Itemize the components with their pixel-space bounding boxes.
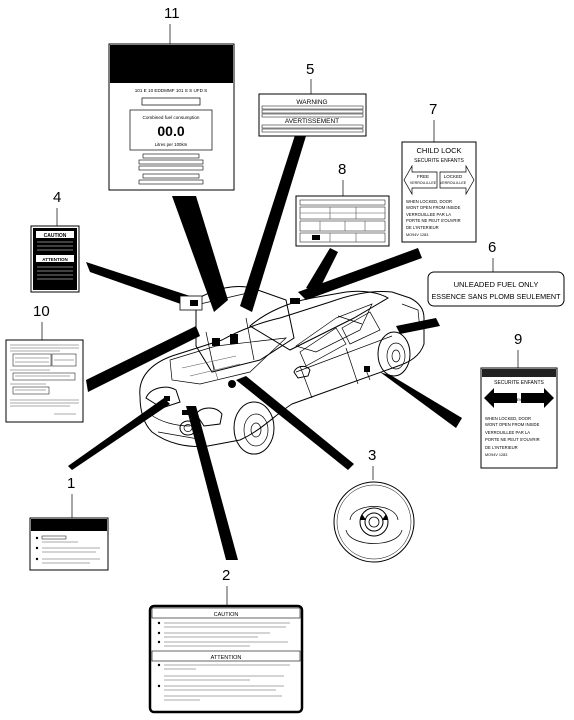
label9-line-6: MO94V 1283	[485, 453, 507, 457]
label9-left: VERROU-ILLEE	[493, 398, 520, 402]
label1-caution: CAUTION	[64, 523, 96, 530]
callout-9: 9	[514, 331, 522, 348]
callout-3: 3	[368, 447, 376, 464]
warning-text: WARNING	[296, 99, 327, 106]
callout-numbers: 11 5 7 8 4 6 10 9 3 1 2	[33, 5, 522, 606]
on-car-labels	[164, 295, 370, 415]
label-8-spec-table	[295, 195, 390, 247]
leader-6	[396, 318, 440, 334]
fuel-unit: Litres per 100km	[155, 142, 188, 147]
leader-2	[186, 406, 238, 560]
label9-line-4: PORTE NE PEUT S'OUVRIR	[485, 437, 540, 442]
label9-line-5: DE L'INTERIEUR	[485, 445, 518, 450]
label9-line-1: WHEN LOCKED, DOOR	[485, 416, 531, 421]
leader-1	[68, 398, 170, 470]
label-6-unleaded-fuel: UNLEADED FUEL ONLY ESSENCE SANS PLOMB SE…	[427, 271, 565, 307]
label4-attention-text: ATTENTION	[42, 257, 67, 262]
avertissement-text: AVERTISSEMENT	[285, 118, 339, 125]
fuel-title-line2: CONSUMPTION	[126, 67, 216, 81]
leader-3	[236, 376, 354, 470]
label-9-child-safety: SECURITE ENFANTS VERROU-ILLEE VERROU-ILL…	[480, 367, 558, 469]
leader-5	[240, 132, 306, 312]
unleaded-line-2: ESSENCE SANS PLOMB SEULEMENT	[431, 292, 561, 301]
label-11-fuel-consumption: FUEL CONSUMPTION 101 E 10 EDDMMF 101 S S…	[108, 43, 235, 191]
child-lock-line-3: VERROUILLEE PAR LA	[406, 212, 451, 217]
leader-4	[86, 262, 192, 308]
label9-header: SECURITE ENFANTS	[494, 380, 544, 386]
label-5-warning: WARNING AVERTISSEMENT	[258, 93, 367, 137]
label-2-caution-attention: CAUTION ATTENTION	[148, 604, 304, 714]
child-lock-header: SECURITE ENFANTS	[414, 158, 464, 164]
callout-7: 7	[429, 101, 437, 118]
label9-line-3: VERROUILLEE PAR LA	[485, 430, 530, 435]
callout-1: 1	[67, 475, 75, 492]
label-1-caution-ko: 주 의 CAUTION	[29, 517, 109, 571]
label-10-info	[5, 339, 84, 423]
leader-10	[86, 326, 200, 392]
child-lock-line-1: WHEN LOCKED, DOOR	[406, 199, 452, 204]
label2-caution: CAUTION	[214, 612, 239, 618]
leader-8	[306, 248, 338, 292]
label4-caution-text: CAUTION	[44, 233, 67, 239]
leader-7	[298, 248, 422, 300]
child-lock-locked: LOCKED	[444, 174, 463, 179]
label9-right: VERROU-ILLEE	[519, 398, 546, 402]
child-lock-line-5: DE L'INTERIEUR	[406, 225, 439, 230]
label-7-child-lock: CHILD LOCK SECURITE ENFANTS FREE VERROU-…	[401, 141, 477, 243]
fuel-title-line1: FUEL	[155, 51, 186, 65]
callout-8: 8	[338, 161, 346, 178]
fuel-digits: 00.0	[157, 123, 184, 139]
child-lock-line-2: WONT OPEN FROM INSIDE	[406, 205, 461, 210]
leader-bands	[68, 132, 462, 560]
fuel-subtitle: 101 E 10 EDDMMF 101 S S UFD S	[135, 88, 208, 93]
callout-11: 11	[164, 5, 180, 22]
label2-attention: ATTENTION	[211, 655, 242, 661]
label-3-round-cap	[333, 481, 415, 563]
label9-line-2: WONT OPEN FROM INSIDE	[485, 422, 540, 427]
child-lock-line-4: PORTE NE PEUT S'OUVRIR	[406, 218, 461, 223]
child-lock-line-6: MO94V 1283	[406, 233, 428, 237]
callout-2: 2	[222, 567, 230, 584]
child-lock-locked-fr: VERROU-ILLEE	[440, 181, 467, 185]
callout-10: 10	[33, 303, 50, 320]
child-lock-free-fr: VERROU-ILLEE	[410, 181, 437, 185]
leader-11	[172, 196, 228, 312]
child-lock-title: CHILD LOCK	[416, 146, 461, 155]
label-4-caution: CAUTION ATTENTION	[30, 225, 80, 293]
child-lock-free: FREE	[417, 174, 429, 179]
callout-4: 4	[53, 189, 61, 206]
fuel-box-text: Combined fuel consumption	[143, 115, 200, 120]
car-illustration	[139, 286, 425, 455]
callout-5: 5	[306, 61, 314, 78]
leader-9	[380, 372, 462, 428]
unleaded-line-1: UNLEADED FUEL ONLY	[454, 280, 539, 289]
callout-6: 6	[488, 239, 496, 256]
label1-korean: 주 의	[40, 520, 56, 530]
